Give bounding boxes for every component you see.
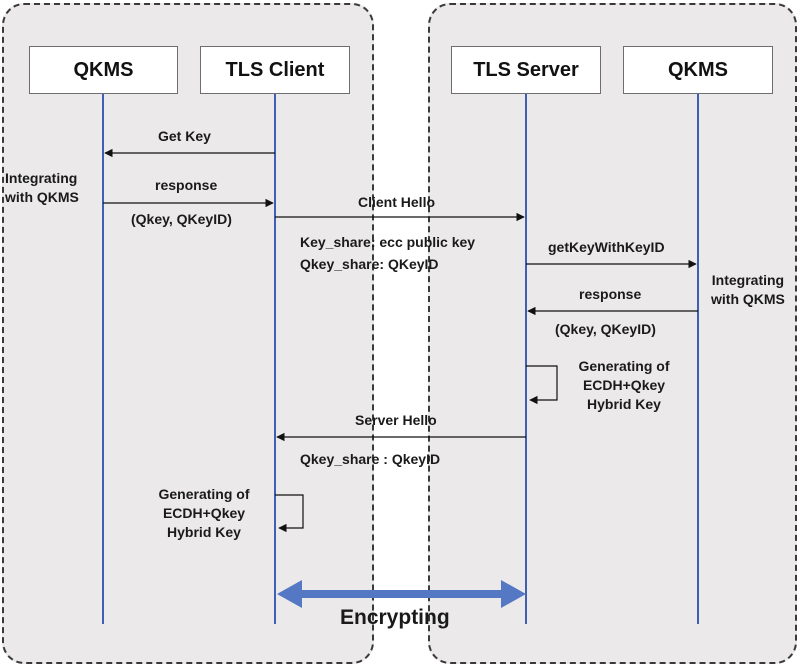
generating-client-line-1: Generating of: [158, 486, 250, 502]
encrypting-label: Encrypting: [340, 606, 450, 629]
generating-client-line-3: Hybrid Key: [167, 524, 241, 540]
response-left-label: response: [155, 177, 218, 193]
response-right-label: response: [579, 286, 642, 302]
encrypting-arrow-head-left: [277, 580, 302, 608]
generating-server-line-2: ECDH+Qkey: [582, 377, 666, 393]
generating-server-line-1: Generating of: [578, 358, 670, 374]
actor-tls-client: TLS Client: [200, 46, 350, 94]
actor-qkms-right: QKMS: [623, 46, 773, 94]
client-hello-label: Client Hello: [358, 194, 436, 210]
self-loop-client: [275, 494, 304, 533]
qkey-share-server-label: Qkey_share : QkeyID: [300, 451, 441, 467]
actor-qkms-left: QKMS: [29, 46, 178, 94]
qkey-left-label: (Qkey, QKeyID): [131, 211, 232, 227]
generating-client-label: Generating of ECDH+Qkey Hybrid Key: [148, 485, 260, 542]
integrating-left-line-2: with QKMS: [5, 189, 79, 205]
get-key-with-id-label: getKeyWithKeyID: [548, 239, 665, 255]
get-key-label: Get Key: [158, 128, 211, 144]
generating-server-label: Generating of ECDH+Qkey Hybrid Key: [568, 357, 680, 414]
integrating-left-line-1: Integrating: [5, 170, 78, 186]
integrating-right-label: Integrating with QKMS: [711, 271, 785, 309]
server-hello-label: Server Hello: [355, 412, 437, 428]
integrating-left-label: Integrating with QKMS: [5, 169, 79, 207]
client-side-panel: [2, 3, 374, 664]
encrypting-arrow-head-right: [501, 580, 526, 608]
actor-tls-server: TLS Server: [451, 46, 601, 94]
qkey-right-label: (Qkey, QKeyID): [555, 321, 656, 337]
key-share-label: Key_share: ecc public key: [300, 234, 476, 250]
qkey-share-label: Qkey_share: QKeyID: [300, 256, 439, 272]
generating-client-line-2: ECDH+Qkey: [162, 505, 246, 521]
integrating-right-line-2: with QKMS: [711, 291, 785, 307]
server-side-panel: [428, 3, 797, 664]
self-loop-server: [526, 365, 558, 405]
integrating-right-line-1: Integrating: [711, 272, 785, 288]
generating-server-line-3: Hybrid Key: [587, 396, 661, 412]
